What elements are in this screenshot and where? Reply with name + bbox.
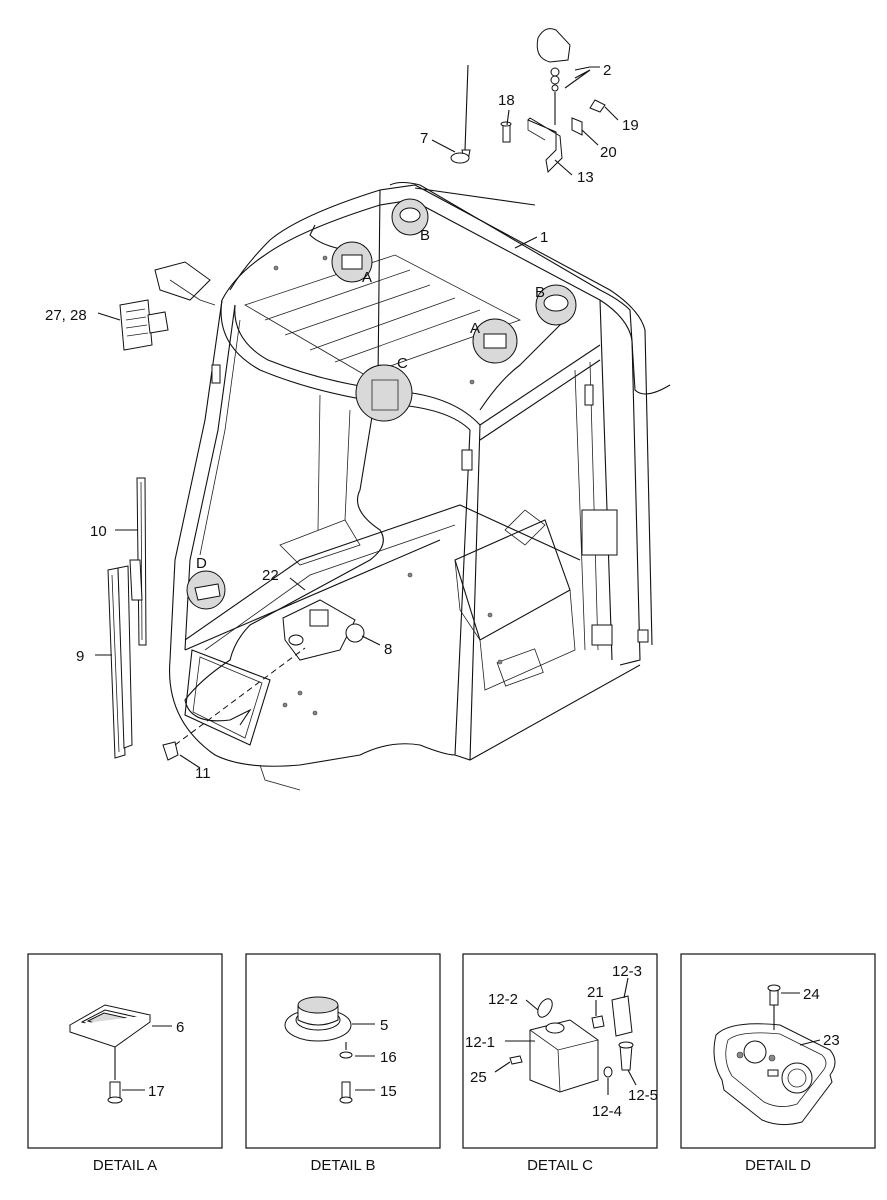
detail-b-panel: 5 16 15	[245, 953, 441, 1149]
beacon-light	[536, 28, 571, 125]
callout-19: 19	[622, 117, 639, 134]
marker-c: C	[397, 355, 408, 372]
detail-b-label-16: 16	[380, 1049, 397, 1066]
detail-b-label-15: 15	[380, 1083, 397, 1100]
callouts: 2 7 18 19 20 13 1 27, 28 10 9 11 22 8 A …	[45, 62, 639, 782]
wiper-blade	[129, 477, 147, 646]
callout-20: 20	[600, 144, 617, 161]
detail-d-panel: 24 23	[680, 953, 876, 1149]
leader-lines	[95, 66, 619, 769]
detail-c-label-12-4: 12-4	[592, 1103, 622, 1120]
nozzle	[162, 741, 179, 761]
detail-c-label-12-5: 12-5	[628, 1087, 658, 1104]
marker-b-1: B	[420, 227, 430, 244]
detail-c-label-12-3: 12-3	[612, 963, 642, 980]
work-lamp	[119, 299, 169, 351]
callout-8: 8	[384, 641, 392, 658]
callout-7: 7	[420, 130, 428, 147]
callout-11: 11	[195, 765, 211, 782]
detail-d-label-24: 24	[803, 986, 820, 1003]
center-line	[174, 647, 306, 746]
callout-18: 18	[498, 92, 515, 109]
bolt	[500, 121, 512, 143]
detail-c-label-12-2: 12-2	[488, 991, 518, 1008]
marker-b-2: B	[535, 284, 545, 301]
wire-harness	[184, 181, 671, 726]
callout-27-28: 27, 28	[45, 307, 87, 324]
wiper-motor	[282, 599, 365, 661]
detail-d-label-23: 23	[823, 1032, 840, 1049]
detail-a-caption: DETAIL A	[93, 1157, 157, 1174]
detail-b-caption: DETAIL B	[310, 1157, 375, 1174]
detail-c-caption: DETAIL C	[527, 1157, 593, 1174]
callout-22: 22	[262, 567, 279, 584]
detail-a-panel: 6 17	[27, 953, 223, 1149]
antenna	[450, 64, 471, 164]
frame-holes	[273, 255, 503, 716]
detail-b-label-5: 5	[380, 1017, 388, 1034]
roof-detail-circles	[186, 198, 577, 610]
marker-a-1: A	[362, 269, 372, 286]
bracket	[527, 99, 606, 174]
callout-2: 2	[603, 62, 611, 79]
wiper-arm	[107, 565, 133, 759]
callout-1: 1	[540, 229, 548, 246]
detail-c-label-21: 21	[587, 984, 604, 1001]
detail-c-label-25: 25	[470, 1069, 487, 1086]
detail-a-label-6: 6	[176, 1019, 184, 1036]
detail-d-caption: DETAIL D	[745, 1157, 811, 1174]
callout-9: 9	[76, 648, 84, 665]
marker-d: D	[196, 555, 207, 572]
marker-a-2: A	[470, 320, 480, 337]
detail-a-label-17: 17	[148, 1083, 165, 1100]
callout-13: 13	[577, 169, 594, 186]
detail-c-panel: 12-3 12-2 21 12-1 25 12-4 12-5	[462, 953, 658, 1149]
callout-10: 10	[90, 523, 107, 540]
cab-frame	[154, 184, 653, 791]
detail-c-label-12-1: 12-1	[465, 1034, 495, 1051]
